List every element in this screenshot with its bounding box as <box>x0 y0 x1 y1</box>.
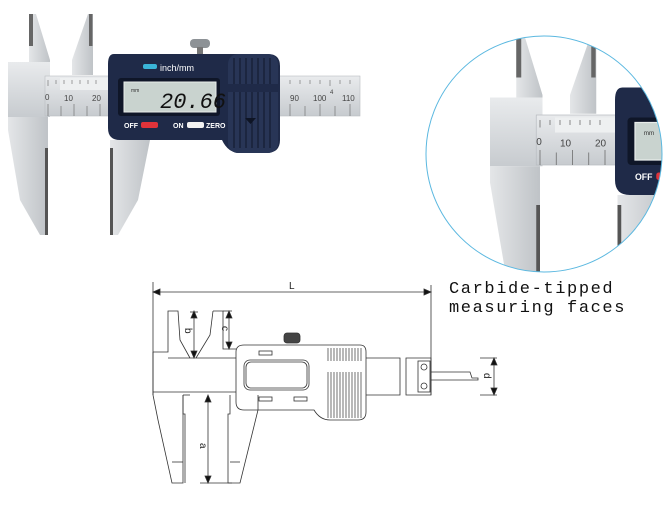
caption-line-1: Carbide-tipped <box>449 280 615 299</box>
circle-scale-label: 10 <box>560 138 572 149</box>
circle-display-unit: mm <box>644 130 654 137</box>
dim-d-label: d <box>481 373 492 379</box>
dim-a-label: a <box>197 443 208 449</box>
scale-label: 100 <box>313 94 327 103</box>
zero-label: ZERO <box>206 123 226 130</box>
dim-L-label: L <box>289 281 295 292</box>
dimension-diagram <box>151 282 498 485</box>
caption-line-2: measuring faces <box>449 299 627 318</box>
zoom-circle: mm 2 OFF 0 10 20 <box>425 35 663 273</box>
display-value: 20.66 <box>160 90 226 115</box>
inch-mark: 4 <box>330 90 334 96</box>
circle-scale-label: 20 <box>595 138 607 149</box>
dimension-labels: L a b c d <box>182 281 492 449</box>
scale-label: 10 <box>64 94 73 103</box>
display-unit: mm <box>131 88 139 94</box>
caliper-photo: inch/mm mm 20.66 OFF ON ZERO 0 10 20 90 … <box>7 13 361 236</box>
scale-label: 110 <box>342 94 355 103</box>
off-label: OFF <box>124 123 139 130</box>
mode-button-label: inch/mm <box>160 63 194 73</box>
scale-label: 20 <box>92 94 101 103</box>
scale-label: 0 <box>45 93 50 102</box>
dim-c-label: c <box>219 326 230 331</box>
on-label: ON <box>173 123 184 130</box>
circle-scale-label: 0 <box>536 137 542 148</box>
dim-b-label: b <box>182 328 193 334</box>
carbide-caption: Carbide-tipped measuring faces <box>449 280 626 318</box>
scale-label: 90 <box>290 94 299 103</box>
circle-off-label: OFF <box>635 172 653 182</box>
